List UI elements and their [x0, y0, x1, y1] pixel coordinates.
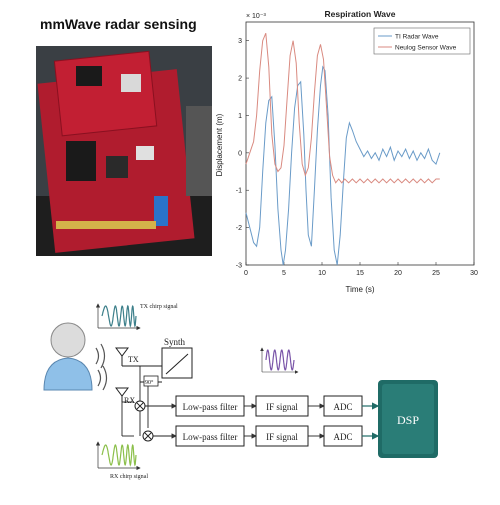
person-icon [43, 322, 93, 391]
if-signal-wave [260, 347, 299, 374]
x-tick-label: 20 [394, 270, 402, 277]
lpf-top-label: Low-pass filter [183, 402, 238, 412]
lpf-bottom-label: Low-pass filter [183, 432, 238, 442]
legend: TI Radar Wave Neulog Sensor Wave [373, 27, 471, 55]
if-top-label: IF signal [266, 402, 298, 412]
tx-label: TX [128, 355, 139, 364]
series-line-0 [245, 65, 441, 266]
dsp-label: DSP [397, 413, 419, 427]
y-tick-label: -2 [236, 225, 242, 232]
series-line-1 [245, 33, 440, 184]
x-tick-label: 15 [356, 270, 364, 277]
synth-label: Synth [164, 337, 186, 347]
synth-block [161, 347, 193, 379]
rx-antenna-icon [115, 387, 129, 402]
tx-chirp-label: TX chirp signal [140, 304, 178, 310]
radar-block-diagram: TX chirp signal TX RX Synth 90 [0, 290, 500, 500]
rx-label: RX [124, 396, 135, 405]
y-tick-label: -1 [236, 188, 242, 195]
x-tick-label: 5 [282, 270, 286, 277]
legend-box [373, 27, 471, 55]
y-tick-label: -3 [236, 263, 242, 270]
page-title: mmWave radar sensing [40, 16, 197, 32]
legend-label-1: Neulog Sensor Wave [395, 45, 457, 52]
if-bottom-label: IF signal [266, 432, 298, 442]
x-tick-label: 30 [470, 270, 478, 277]
reflection-waves-icon [95, 343, 108, 391]
chart-ylabel: Displacement (m) [215, 113, 224, 176]
mixer-top-icon [134, 400, 146, 412]
tx-antenna-icon [115, 347, 129, 366]
chart-title: Respiration Wave [324, 9, 395, 19]
x-tick-label: 0 [244, 270, 248, 277]
chart-xlabel: Time (s) [345, 285, 374, 294]
adc-bottom-label: ADC [333, 432, 352, 442]
respiration-chart: Respiration Wave × 10⁻³ Time (s) Displac… [212, 0, 500, 300]
x-tick-label: 25 [432, 270, 440, 277]
radar-board-photo [36, 46, 212, 256]
chart-exponent-label: × 10⁻³ [246, 13, 267, 20]
plot-frame [245, 21, 475, 266]
legend-label-0: TI Radar Wave [395, 34, 439, 41]
y-tick-label: 0 [238, 150, 242, 157]
mixer-bottom-icon [142, 430, 154, 442]
phase-shift-block [143, 375, 159, 387]
phase-shift-label: 90° [145, 379, 154, 386]
x-tick-label: 10 [318, 270, 326, 277]
tx-chirp-wave [95, 303, 141, 331]
rx-chirp-label: RX chirp signal [110, 474, 148, 480]
y-tick-label: 3 [238, 38, 242, 45]
y-tick-label: 2 [238, 76, 242, 83]
y-tick-label: 1 [238, 113, 242, 120]
rx-chirp-wave [95, 441, 141, 471]
adc-top-label: ADC [333, 402, 352, 412]
